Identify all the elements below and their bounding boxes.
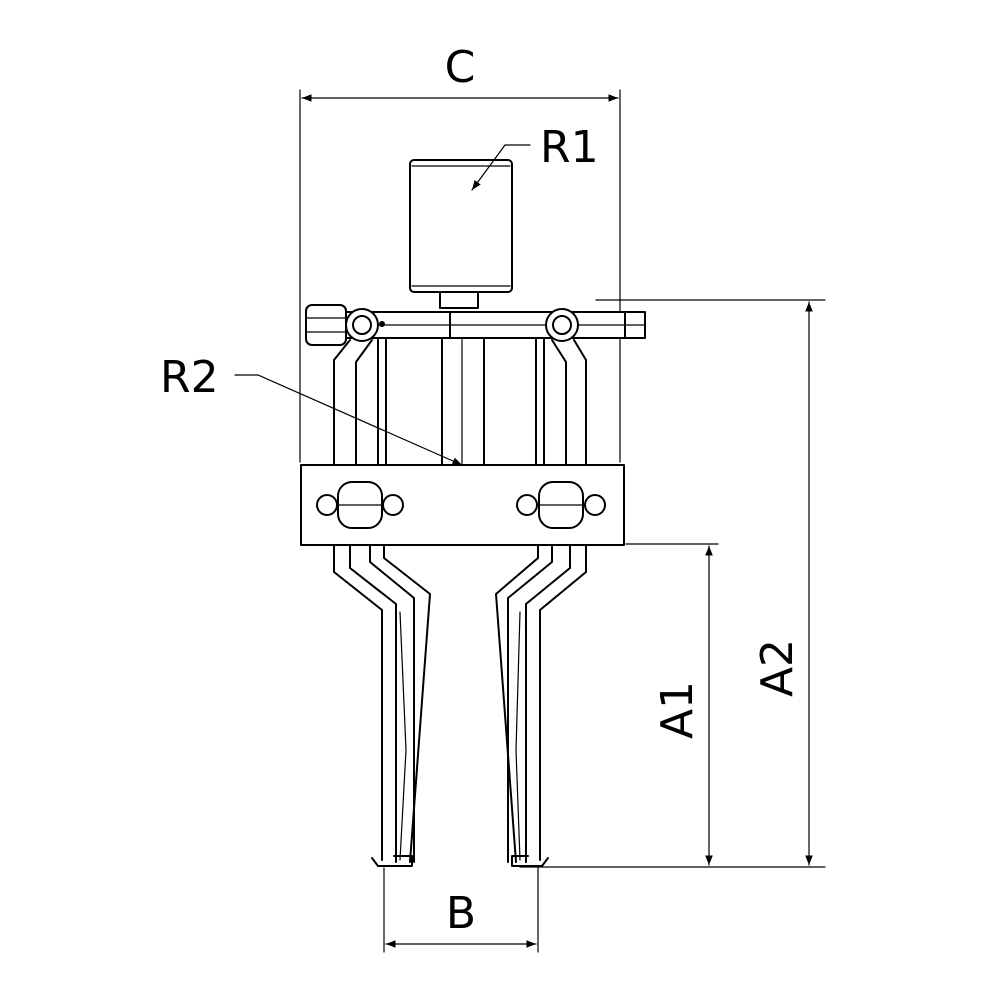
dimension-label-a2: A2 — [752, 639, 803, 697]
spindle-cylinder — [409, 159, 513, 309]
hex-nut-left — [305, 304, 385, 346]
leader-r2: R2 — [160, 352, 463, 466]
arm-right-upper — [535, 337, 587, 466]
leader-r1: R1 — [471, 122, 599, 191]
dimension-c: C — [299, 42, 621, 463]
jaw-right — [495, 544, 587, 867]
top-crossbar — [339, 311, 646, 339]
dimension-b: B — [383, 867, 539, 953]
jaw-left — [333, 544, 431, 867]
reference-label-r2: R2 — [160, 352, 219, 403]
yoke-block — [300, 464, 625, 546]
dimension-label-b: B — [446, 888, 476, 939]
dimension-label-a1: A1 — [652, 681, 703, 739]
dimension-label-c: C — [445, 42, 476, 93]
arm-left-upper — [333, 337, 387, 466]
pivot-right — [545, 308, 579, 342]
dimension-a2: A2 — [595, 299, 826, 866]
central-screw — [441, 337, 485, 466]
dimension-a1: A1 — [519, 543, 826, 868]
reference-label-r1: R1 — [540, 122, 599, 173]
